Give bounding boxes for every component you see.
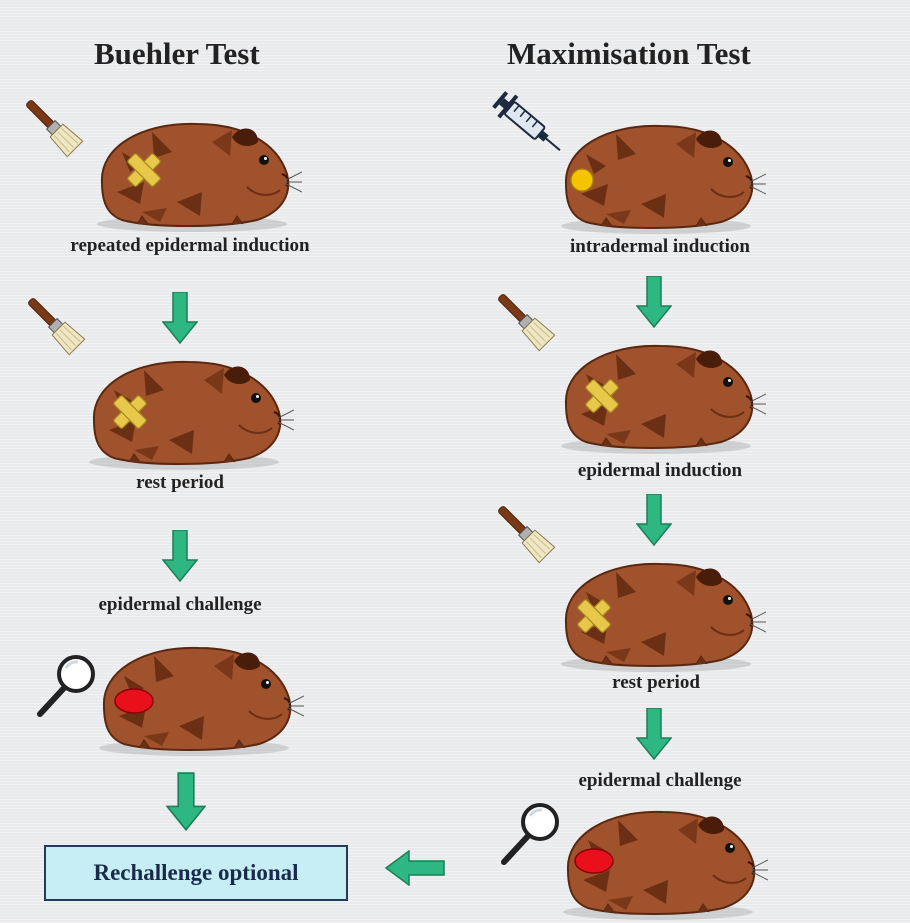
step-label-epidermal-challenge: epidermal challenge xyxy=(98,594,262,615)
step-label-rest-period: rest period xyxy=(612,672,700,693)
arrow-down-icon xyxy=(162,530,198,582)
reaction-spot-icon xyxy=(574,848,614,874)
step-label-repeated-epidermal-induction: repeated epidermal induction xyxy=(70,235,310,256)
maximisation-test-title: Maximisation Test xyxy=(507,36,751,71)
arrow-down-icon xyxy=(636,708,672,760)
injection-dot-icon xyxy=(570,168,594,192)
guinea-pig xyxy=(82,112,302,232)
arrow-down-icon xyxy=(636,276,672,328)
arrow-down-icon xyxy=(166,772,206,832)
step-label-intradermal-induction: intradermal induction xyxy=(570,236,750,257)
cross-patch-icon xyxy=(582,376,622,416)
arrow-down-icon xyxy=(636,494,672,546)
guinea-pig xyxy=(74,350,294,470)
step-label-epidermal-challenge: epidermal challenge xyxy=(578,770,742,791)
arrow-down-icon xyxy=(162,292,198,344)
cross-patch-icon xyxy=(110,392,150,432)
step-label-rest-period: rest period xyxy=(136,472,224,493)
cross-patch-icon xyxy=(124,150,164,190)
arrow-left-icon xyxy=(384,850,446,886)
step-label-epidermal-induction: epidermal induction xyxy=(577,460,743,481)
cross-patch-icon xyxy=(574,596,614,636)
buehler-test-title: Buehler Test xyxy=(94,36,260,71)
reaction-spot-icon xyxy=(114,688,154,714)
rechallenge-optional-box: Rechallenge optional xyxy=(44,845,348,901)
guinea-pig xyxy=(546,334,766,454)
brush-icon xyxy=(18,92,88,162)
